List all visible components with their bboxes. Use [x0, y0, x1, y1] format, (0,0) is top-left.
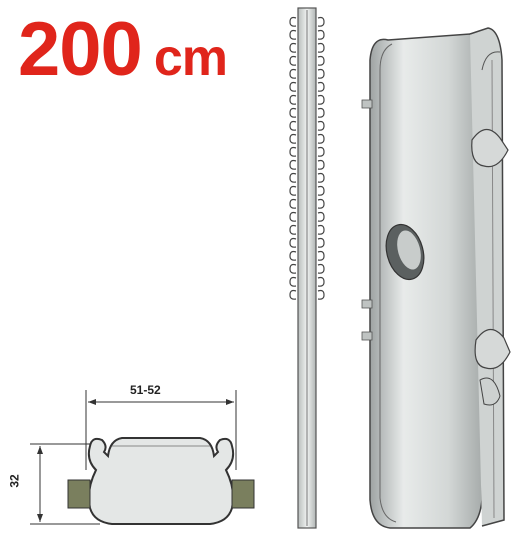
post-clip: [289, 146, 297, 157]
post-closeup: [361, 27, 511, 529]
post-clip: [289, 172, 297, 183]
post-full-length: [289, 7, 325, 529]
post-clip: [317, 94, 325, 105]
post-clip: [317, 250, 325, 261]
post-clip: [289, 29, 297, 40]
post-clip: [317, 55, 325, 66]
post-clip: [317, 133, 325, 144]
post-clip: [317, 237, 325, 248]
post-clip: [289, 276, 297, 287]
post-clip: [317, 276, 325, 287]
post-clip: [289, 159, 297, 170]
post-clip: [289, 224, 297, 235]
post-clip: [317, 16, 325, 27]
post-clip: [317, 198, 325, 209]
post-clip: [289, 55, 297, 66]
post-clip: [317, 211, 325, 222]
length-value: 200: [18, 7, 143, 92]
post-clip: [317, 159, 325, 170]
post-clip: [289, 289, 297, 300]
post-clip: [317, 81, 325, 92]
post-clip: [289, 68, 297, 79]
width-dimension-label: 51-52: [130, 383, 161, 397]
post-clip: [317, 68, 325, 79]
post-clip: [317, 289, 325, 300]
post-clip: [317, 146, 325, 157]
post-clip: [317, 120, 325, 131]
post-clip: [289, 250, 297, 261]
height-dimension-label: 32: [7, 474, 22, 488]
post-clip: [289, 120, 297, 131]
post-clip: [317, 42, 325, 53]
profile-cross-section: [30, 390, 255, 525]
post-clip: [289, 185, 297, 196]
length-unit: cm: [153, 29, 228, 87]
post-clip: [317, 107, 325, 118]
post-clip: [289, 198, 297, 209]
post-clip: [289, 94, 297, 105]
post-clip: [289, 237, 297, 248]
post-clip: [317, 185, 325, 196]
post-clip: [317, 263, 325, 274]
post-clip: [289, 133, 297, 144]
post-clip: [289, 107, 297, 118]
post-clip: [289, 211, 297, 222]
post-clip: [317, 224, 325, 235]
post-clip: [289, 263, 297, 274]
post-clips: [289, 16, 325, 300]
post-clip: [317, 172, 325, 183]
post-clip: [289, 16, 297, 27]
post-clip: [317, 29, 325, 40]
post-clip: [289, 42, 297, 53]
post-clip: [289, 81, 297, 92]
